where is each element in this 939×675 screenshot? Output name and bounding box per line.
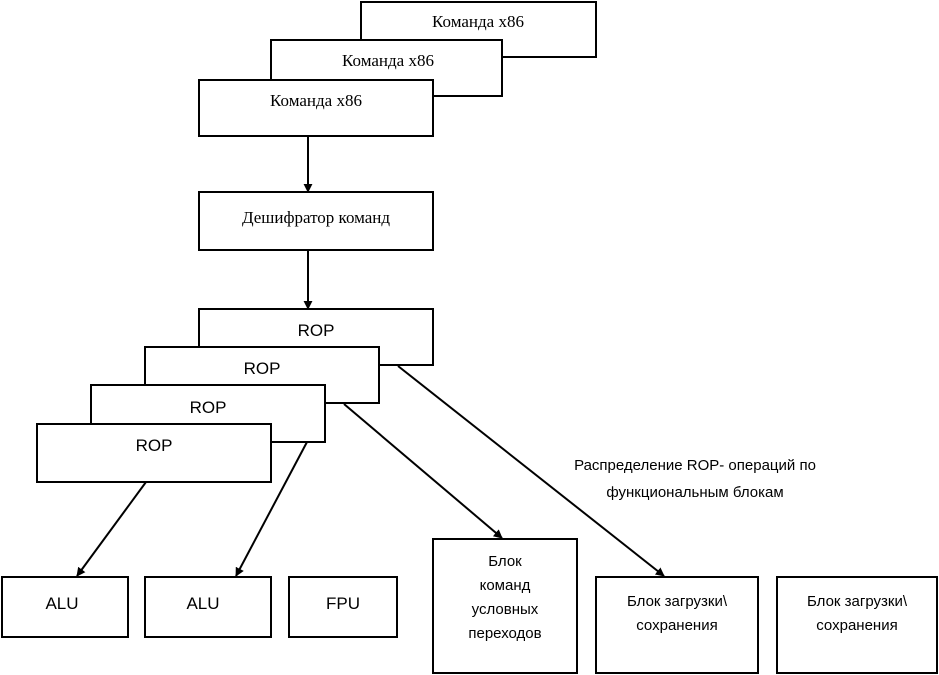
arrow-to-branch: [343, 403, 503, 539]
distribution-label-line2: функциональным блокам: [606, 484, 783, 501]
loadstore-label-line2: сохранения: [636, 617, 717, 634]
arrow-to-loadstore: [397, 365, 665, 577]
branch-unit: Блок команд условных переходов: [432, 538, 578, 674]
rop-box-4: ROP: [36, 423, 272, 483]
loadstore-label-line1: Блок загрузки\: [627, 593, 728, 610]
arrow-to-alu-1: [76, 481, 147, 577]
loadstore-unit-2: Блок загрузки\ сохранения: [776, 576, 938, 674]
rop-label: ROP: [244, 359, 281, 378]
rop-label: ROP: [298, 321, 335, 340]
loadstore-unit-1: Блок загрузки\ сохранения: [595, 576, 759, 674]
arrow-to-alu-2: [235, 441, 308, 577]
branch-label-line4: переходов: [468, 625, 541, 642]
alu-label: ALU: [45, 594, 78, 613]
alu-unit-1: ALU: [1, 576, 129, 638]
instruction-box-front: Команда x86: [198, 79, 434, 137]
instruction-label: Команда x86: [270, 91, 362, 110]
loadstore-label-line2: сохранения: [816, 617, 897, 634]
rop-label: ROP: [136, 436, 173, 455]
decoder-label: Дешифратор команд: [242, 208, 390, 227]
instruction-label: Команда x86: [342, 51, 434, 70]
alu-label: ALU: [186, 594, 219, 613]
fpu-label: FPU: [326, 594, 360, 613]
branch-label-line1: Блок: [488, 553, 522, 570]
loadstore-label-line1: Блок загрузки\: [807, 593, 908, 610]
fpu-unit: FPU: [288, 576, 398, 638]
instruction-label: Команда x86: [432, 12, 524, 31]
decoder-box: Дешифратор команд: [198, 191, 434, 251]
rop-label: ROP: [190, 398, 227, 417]
distribution-label-line1: Распределение ROP- операций по: [574, 457, 816, 474]
branch-label-line2: команд: [480, 577, 531, 594]
branch-label-line3: условных: [472, 601, 539, 618]
alu-unit-2: ALU: [144, 576, 272, 638]
